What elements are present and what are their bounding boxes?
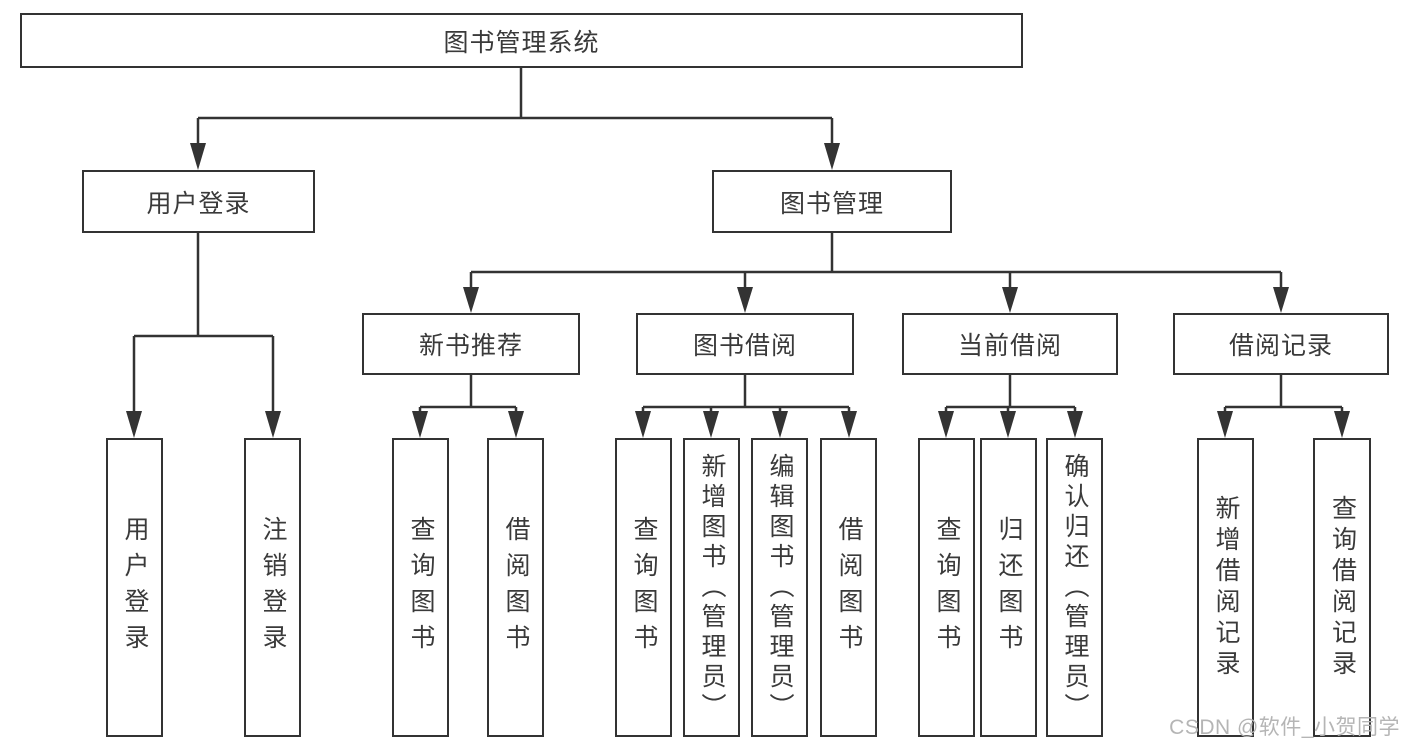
node-add-book-admin: 新增图书（管理员） <box>683 438 740 737</box>
node-book-borrow: 图书借阅 <box>636 313 854 375</box>
node-borrow-books-recommend-label: 借阅图书 <box>502 515 530 660</box>
node-borrow-books-leaf: 借阅图书 <box>820 438 877 737</box>
node-borrow-records: 借阅记录 <box>1173 313 1389 375</box>
node-library-system: 图书管理系统 <box>20 13 1023 68</box>
node-query-books-recommend-label: 查询图书 <box>407 515 435 660</box>
csdn-watermark: CSDN @软件_小贺同学 <box>1169 716 1400 739</box>
node-query-borrow-record: 查询借阅记录 <box>1313 438 1371 737</box>
node-logout-label: 注销登录 <box>259 515 287 660</box>
node-query-books-current-label: 查询图书 <box>933 515 961 660</box>
node-add-borrow-record-label: 新增借阅记录 <box>1212 494 1240 681</box>
node-user-login-leaf: 用户登录 <box>106 438 163 737</box>
node-book-management: 图书管理 <box>712 170 952 233</box>
connector-stems <box>132 68 1344 416</box>
node-user-login-leaf-label: 用户登录 <box>121 515 149 660</box>
node-edit-book-admin-label: 编辑图书（管理员） <box>766 452 794 723</box>
node-add-book-admin-label: 新增图书（管理员） <box>698 452 726 723</box>
node-user-login: 用户登录 <box>82 170 315 233</box>
node-logout: 注销登录 <box>244 438 301 737</box>
node-edit-book-admin: 编辑图书（管理员） <box>751 438 808 737</box>
node-query-borrow-record-label: 查询借阅记录 <box>1328 494 1357 681</box>
connector-arrowheads <box>126 143 1350 438</box>
node-current-borrow: 当前借阅 <box>902 313 1118 375</box>
node-query-books-current: 查询图书 <box>918 438 975 737</box>
node-add-borrow-record: 新增借阅记录 <box>1197 438 1254 737</box>
node-query-books-borrow: 查询图书 <box>615 438 672 737</box>
node-query-books-recommend: 查询图书 <box>392 438 449 737</box>
node-new-book-recommend: 新书推荐 <box>362 313 580 375</box>
node-borrow-books-recommend: 借阅图书 <box>487 438 544 737</box>
node-return-book-label: 归还图书 <box>995 515 1023 660</box>
node-confirm-return-admin: 确认归还（管理员） <box>1046 438 1103 737</box>
node-borrow-books-leaf-label: 借阅图书 <box>835 515 863 660</box>
node-return-book: 归还图书 <box>980 438 1037 737</box>
node-confirm-return-admin-label: 确认归还（管理员） <box>1061 452 1089 723</box>
node-query-books-borrow-label: 查询图书 <box>630 515 658 660</box>
